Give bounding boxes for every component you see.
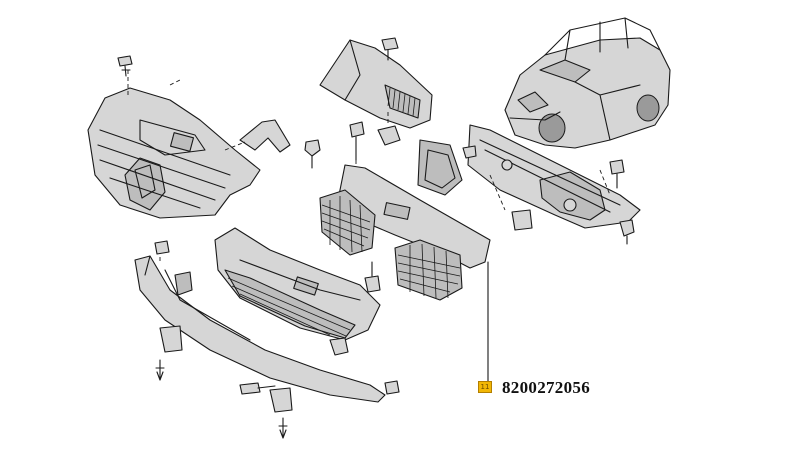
part-number-label[interactable]: 8200272056: [502, 378, 590, 397]
clip-icon: [304, 121, 365, 175]
clip-icon: [462, 145, 635, 245]
car-icon: [504, 17, 671, 149]
bracket-lower-center: [269, 387, 293, 439]
scuttle-piece: [319, 39, 433, 146]
clip-icon: [381, 37, 399, 61]
clip-icon: [154, 240, 400, 395]
clip-icon: [364, 261, 381, 293]
grille-panel-upper: [87, 70, 261, 219]
bracket-left: [224, 119, 291, 153]
clip-icon: [117, 55, 133, 77]
grille-body: [214, 227, 381, 356]
bracket-lower-left: [155, 325, 183, 381]
callout-badge: 11: [478, 381, 492, 393]
cowl-panel-icon: [467, 124, 641, 231]
grille-center: [319, 139, 491, 301]
